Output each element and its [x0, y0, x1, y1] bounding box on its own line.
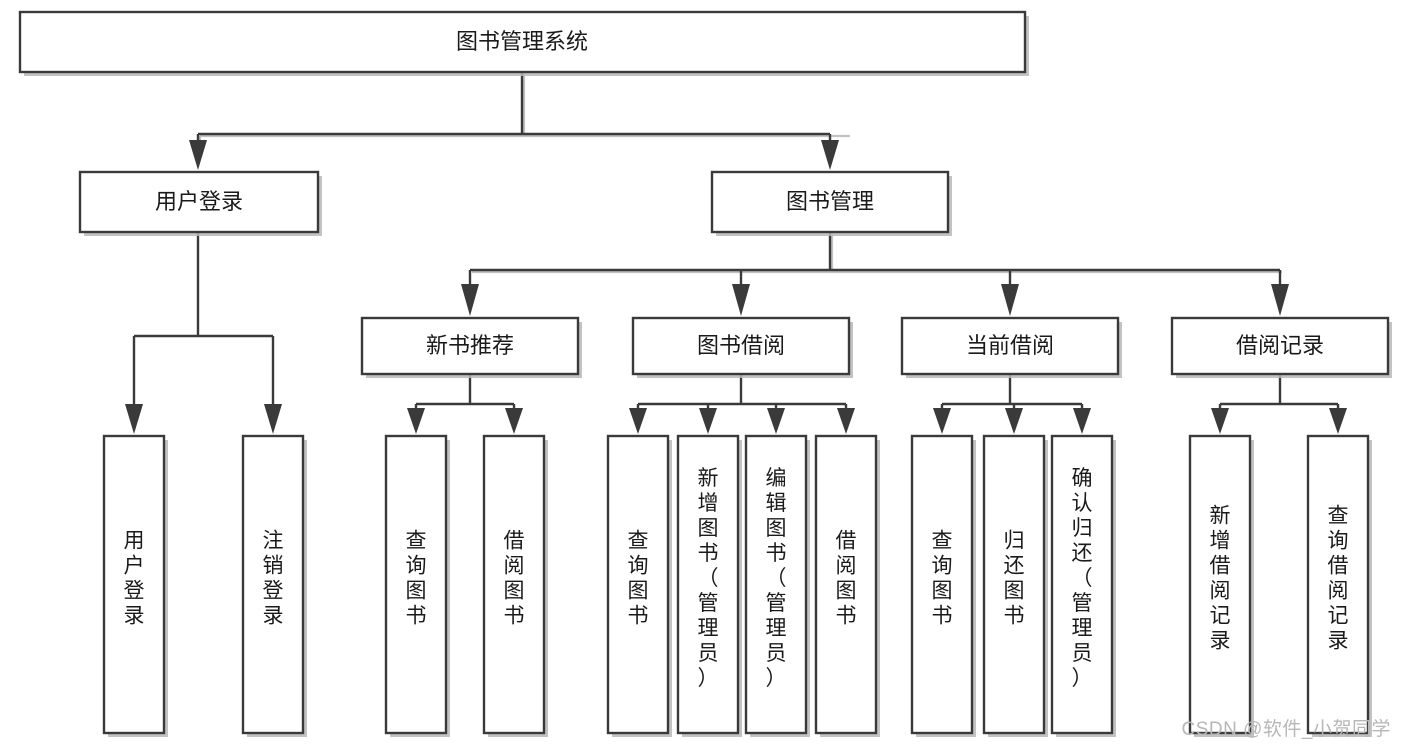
arrow-head-icon [1005, 408, 1023, 434]
arrow-head-icon [767, 408, 785, 434]
node-book-borrow[interactable]: 图书借阅 [631, 316, 853, 378]
node-label-leaf-add-book-admin: 新增图书（管理员） [698, 467, 719, 690]
node-root[interactable]: 图书管理系统 [18, 10, 1029, 76]
node-rect [631, 316, 851, 376]
arrow-head-icon [505, 408, 523, 434]
arrow-head-icon [933, 408, 951, 434]
node-label-leaf-return-book: 归还图书 [1004, 530, 1025, 628]
node-rect [982, 434, 1046, 735]
connector-user-login-to-leaves [125, 232, 282, 434]
node-rect [360, 316, 580, 376]
node-leaf-query-book-borrow[interactable]: 查询图书 [606, 434, 672, 737]
arrow-head-icon [699, 408, 717, 434]
node-leaf-return-book[interactable]: 归还图书 [982, 434, 1048, 737]
arrow-head-icon [189, 140, 207, 170]
node-label-leaf-query-book-recommend: 查询图书 [406, 530, 427, 628]
arrow-head-icon [1271, 284, 1289, 316]
node-leaf-query-book-current[interactable]: 查询图书 [910, 434, 976, 737]
connector-borrow-record-to-leaves [1211, 374, 1347, 434]
arrow-head-icon [125, 404, 143, 434]
node-rect [18, 10, 1027, 74]
connector-book-manage-to-level2 [461, 232, 1289, 316]
node-leaf-add-book-admin[interactable]: 新增图书（管理员） [676, 434, 742, 737]
node-label-leaf-borrow-book: 借阅图书 [836, 530, 857, 628]
node-rect [1188, 434, 1252, 735]
arrow-head-icon [1073, 408, 1091, 434]
node-label-leaf-edit-book-admin: 编辑图书（管理员） [766, 467, 787, 690]
node-label-leaf-confirm-return-admin: 确认归还（管理员） [1072, 467, 1093, 690]
arrow-head-icon [629, 408, 647, 434]
node-label-leaf-query-book-current: 查询图书 [932, 530, 953, 628]
node-rect [900, 316, 1120, 376]
node-label-leaf-query-borrow-record: 查询借阅记录 [1328, 505, 1349, 653]
arrow-head-icon [1329, 408, 1347, 434]
node-rect [710, 170, 950, 234]
node-label-book-manage: 图书管理 [786, 189, 874, 214]
node-leaf-edit-book-admin[interactable]: 编辑图书（管理员） [744, 434, 810, 737]
node-label-leaf-borrow-book-recommend: 借阅图书 [504, 530, 525, 628]
node-label-leaf-add-borrow-record: 新增借阅记录 [1210, 505, 1231, 653]
arrow-head-icon [1211, 408, 1229, 434]
arrow-head-icon [1001, 284, 1019, 316]
node-label-current-borrow: 当前借阅 [966, 333, 1054, 358]
connector-layer [125, 72, 1347, 434]
node-label-leaf-logout: 注销登录 [263, 530, 284, 628]
node-rect [482, 434, 546, 735]
node-rect [606, 434, 670, 735]
node-label-book-borrow: 图书借阅 [697, 333, 785, 358]
node-borrow-record[interactable]: 借阅记录 [1170, 316, 1392, 378]
connector-new-book-recommend-to-leaves [407, 374, 523, 434]
node-rect [910, 434, 974, 735]
node-rect [384, 434, 448, 735]
arrow-head-icon [821, 140, 839, 170]
node-rect [744, 434, 808, 735]
node-leaf-borrow-book-recommend[interactable]: 借阅图书 [482, 434, 548, 737]
node-rect [1050, 434, 1114, 735]
node-leaf-logout[interactable]: 注销登录 [241, 434, 307, 737]
node-leaf-add-borrow-record[interactable]: 新增借阅记录 [1188, 434, 1254, 737]
node-label-borrow-record: 借阅记录 [1236, 333, 1324, 358]
node-rect [814, 434, 878, 735]
node-rect [1306, 434, 1370, 735]
node-leaf-confirm-return-admin[interactable]: 确认归还（管理员） [1050, 434, 1116, 737]
arrow-head-icon [407, 408, 425, 434]
node-new-book-recommend[interactable]: 新书推荐 [360, 316, 582, 378]
connector-current-borrow-to-leaves [933, 374, 1091, 434]
node-book-manage[interactable]: 图书管理 [710, 170, 952, 236]
node-rect [676, 434, 740, 735]
arrow-head-icon [837, 408, 855, 434]
node-label-leaf-query-book-borrow: 查询图书 [628, 530, 649, 628]
node-leaf-borrow-book[interactable]: 借阅图书 [814, 434, 880, 737]
node-rect [1170, 316, 1390, 376]
node-rect [241, 434, 305, 735]
arrow-head-icon [264, 404, 282, 434]
arrow-head-icon [732, 284, 750, 316]
node-leaf-query-book-recommend[interactable]: 查询图书 [384, 434, 450, 737]
node-leaf-user-login[interactable]: 用户登录 [102, 434, 168, 737]
arrow-head-icon [461, 284, 479, 316]
node-label-leaf-user-login: 用户登录 [124, 530, 145, 628]
connector-book-borrow-to-leaves [629, 374, 855, 434]
node-label-new-book-recommend: 新书推荐 [426, 333, 514, 358]
node-leaf-query-borrow-record[interactable]: 查询借阅记录 [1306, 434, 1372, 737]
node-user-login[interactable]: 用户登录 [78, 170, 322, 236]
node-label-root: 图书管理系统 [456, 29, 588, 54]
node-current-borrow[interactable]: 当前借阅 [900, 316, 1122, 378]
connector-root-to-level1 [189, 72, 850, 170]
node-rect [102, 434, 166, 735]
node-rect [78, 170, 320, 234]
node-label-user-login: 用户登录 [155, 189, 243, 214]
